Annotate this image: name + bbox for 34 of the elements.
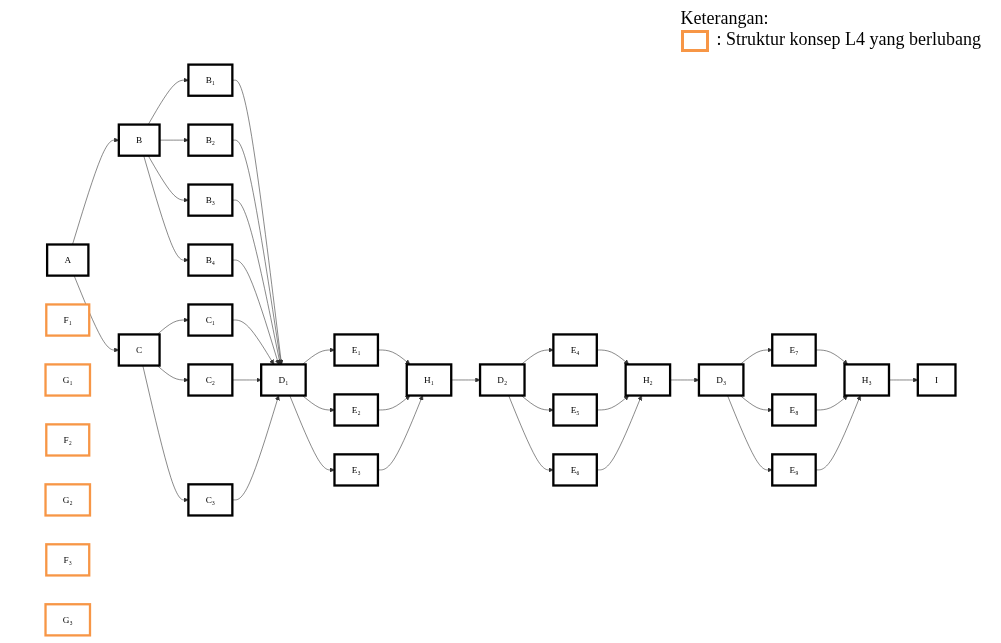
node-box: D₃: [697, 363, 745, 397]
node-box: C₂: [187, 363, 234, 397]
node-box: B: [117, 123, 161, 157]
node-box: E₆: [552, 453, 598, 487]
node-box: G₁: [44, 363, 92, 397]
node-box: E₉: [771, 453, 817, 487]
node-box: B₄: [187, 243, 234, 277]
node-box: E₄: [552, 333, 598, 367]
node-box: H₃: [843, 363, 891, 397]
node-box: F₂: [45, 423, 91, 457]
node-box: E₈: [771, 393, 817, 427]
node-box: D₂: [478, 363, 526, 397]
node-box: I: [916, 363, 957, 397]
node-box: E₂: [333, 393, 380, 427]
node-box: B₁: [187, 63, 234, 97]
legend-heading: Keterangan:: [680, 8, 770, 29]
node-box: E₇: [771, 333, 817, 367]
node-box: A: [45, 243, 90, 277]
legend-text: : Struktur konsep L4 yang berlubang: [716, 29, 981, 49]
node-box: E₅: [552, 393, 598, 427]
node-box: F₃: [45, 543, 91, 577]
node-box: D₁: [260, 363, 307, 397]
node-box: G₂: [44, 483, 92, 517]
node-box: C₁: [187, 303, 234, 337]
node-box: B₃: [187, 183, 234, 217]
node-box: H₂: [624, 363, 672, 397]
node-box: B₂: [187, 123, 234, 157]
node-box: E₁: [333, 333, 380, 367]
node-box: C: [117, 333, 161, 367]
node-box: H₁: [405, 363, 453, 397]
node-box: C₃: [187, 483, 234, 517]
node-box: E₃: [333, 453, 380, 487]
node-box: G₃: [44, 603, 92, 637]
node-box: F₁: [45, 303, 91, 337]
